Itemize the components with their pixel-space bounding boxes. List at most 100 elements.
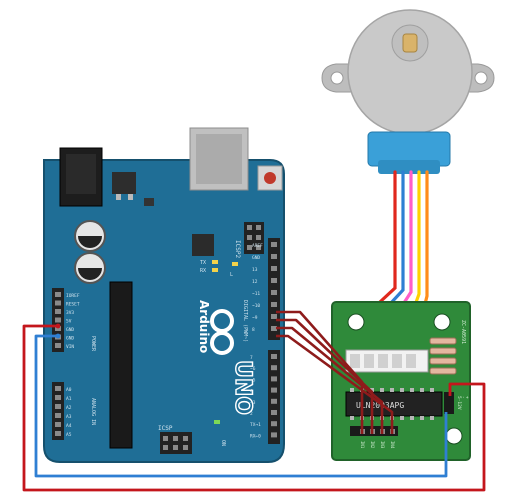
digital-pin [271,242,277,247]
power-pin [55,292,61,297]
analog-pin-label: A0 [66,387,72,393]
power-pin [55,343,61,348]
digital-pin [271,432,277,438]
digital-pin-label: GND [252,255,260,261]
wire-pin9-in3 [276,326,384,434]
power-pin-label: 5V [66,319,72,325]
driver-part-label: ZC-A0591 [460,320,466,344]
l-led [232,262,238,266]
analog-pin-label: A1 [66,396,72,402]
driver-power-label: + [464,396,469,399]
motor-shaft [402,33,418,53]
wire-gnd [34,334,448,478]
analog-label: ANALOG IN [90,398,96,425]
digital-pin [271,376,277,382]
analog-pin [55,413,61,418]
usb-chip [192,234,214,256]
driver-mount-hole-2 [433,313,451,331]
regulator-pin [128,194,133,200]
mount-hole-left [330,71,344,85]
mount-hole-right [474,71,488,85]
wire-5v-end [55,323,61,329]
driver-input-label: IN1 [360,441,365,449]
digital-pin-label: RX←0 [250,433,261,439]
uno-model-text: UNO [230,360,255,415]
wires [22,310,486,492]
power-pin [55,309,61,314]
motor-cable-boot [378,160,440,174]
driver-power-labels: 5-12V-+ [456,396,469,410]
analog-pin [55,386,61,391]
wire-pin11-in1 [276,310,364,434]
analog-pin [55,404,61,409]
capacitor-2-mark [78,268,102,280]
wire-gnd-end [55,333,61,339]
analog-pin [55,395,61,400]
power-pin-label: GND [66,327,74,333]
power-pin-label: VIN [66,344,74,350]
power-jack-inner [66,154,96,194]
digital-pin [271,398,277,404]
wire-pin10-in2 [276,318,374,434]
digital-header-top [268,238,280,340]
atmega-chip [109,281,133,449]
driver-power-header [444,392,454,414]
power-pin-label: RESET [66,302,80,308]
analog-pin-label: A5 [66,432,72,438]
digital-pin-label: 12 [252,279,258,285]
digital-label: DIGITAL (PWM~) [242,300,248,342]
digital-pin-label: ~10 [252,303,260,309]
rx-label: RX [200,268,206,274]
digital-pin [271,421,277,427]
icsp-pins [163,436,188,450]
digital-pin [271,302,277,307]
power-label: POWER [90,336,96,352]
analog-pin-label: A2 [66,405,72,411]
analog-pin [55,422,61,427]
wire-5v [22,324,486,492]
digital-pin-label: 8 [252,327,255,333]
reset-button-cap[interactable] [264,172,276,184]
digital-pin [271,278,277,283]
on-label: ON [220,440,226,446]
digital-pin-label: AREF [252,243,263,249]
digital-pin [271,387,277,393]
icsp2-label: ICSP2 [234,240,241,258]
power-pin [55,326,61,331]
digital-pin-label: ~6 [250,366,256,372]
tx-label: TX [200,260,206,266]
motor-connector-slots [350,354,416,368]
digital-pin [271,254,277,259]
power-pin [55,317,61,323]
digital-pin [271,290,277,295]
digital-pin-label: 13 [252,267,258,273]
driver-mount-hole-1 [347,313,365,331]
analog-pin-label: A3 [66,414,72,420]
analog-pin-label: A4 [66,423,72,429]
digital-pin-label: ~5 [250,377,256,383]
regulator-pin [116,194,121,200]
power-pin-label: 3V3 [66,310,74,316]
driver-power-label: - [460,396,465,399]
smd-component [144,198,154,206]
chip-label: ULN2003APG [356,401,404,410]
digital-pin [271,410,277,415]
rx-led [212,268,218,272]
driver-leds [429,337,457,375]
digital-pin-label: ~9 [252,315,258,321]
capacitor-1-mark [78,236,102,248]
digital-pin [271,354,277,359]
arduino-brand-text: Arduino [197,300,211,353]
analog-pin [55,431,61,436]
digital-pin [271,326,277,331]
wire-pin8-in4 [276,334,394,434]
tx-led [212,260,218,264]
digital-pin-label: 4 [250,389,253,395]
usb-connector-inner [196,134,242,184]
l-label: L [230,272,233,278]
on-led [214,420,220,424]
voltage-regulator [112,172,136,194]
